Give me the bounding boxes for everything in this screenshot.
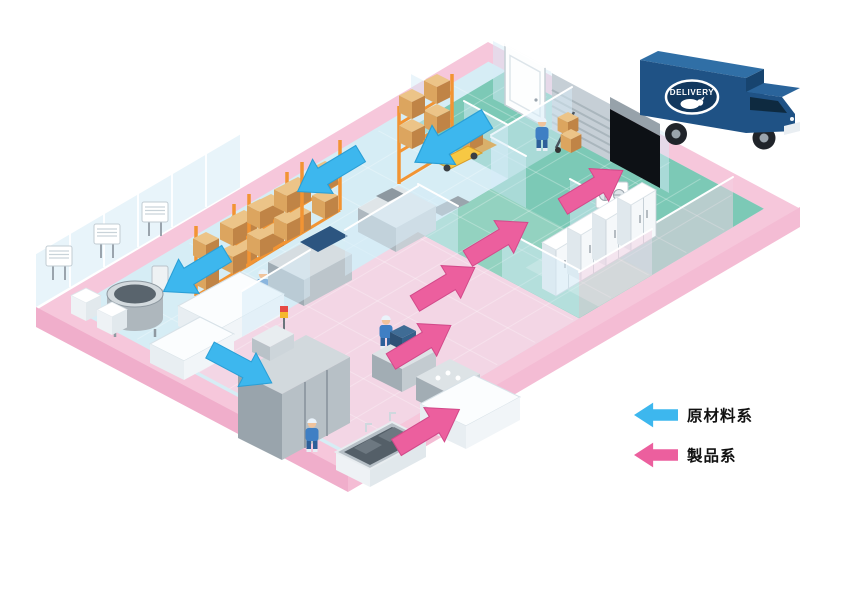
ac-unit-icon bbox=[141, 201, 169, 223]
legend-item-raw-material: 原材料系 bbox=[634, 402, 753, 428]
air-conditioner-units bbox=[45, 201, 169, 280]
truck-cab bbox=[746, 83, 800, 135]
machine-smoker-oven bbox=[238, 306, 350, 460]
personnel-door bbox=[504, 43, 546, 129]
ac-unit-icon bbox=[45, 245, 73, 267]
legend-label-raw-material: 原材料系 bbox=[687, 408, 754, 425]
flow-legend: 原材料系 製品系 bbox=[634, 402, 753, 468]
ac-unit-icon bbox=[93, 223, 121, 245]
interior-walls-front bbox=[241, 183, 653, 337]
product-arrow-icon bbox=[634, 442, 678, 468]
delivery-truck: DELIVERY bbox=[640, 51, 800, 150]
signal-lamp-red bbox=[280, 306, 288, 312]
back-left-wall bbox=[35, 132, 241, 307]
legend-item-product: 製品系 bbox=[634, 442, 753, 468]
pig-icon bbox=[680, 96, 705, 109]
raw-material-arrow-icon bbox=[634, 402, 678, 428]
legend-label-product: 製品系 bbox=[687, 448, 737, 465]
receiving-wall bbox=[493, 41, 669, 193]
truck-logo: DELIVERY bbox=[664, 79, 720, 115]
truck-logo-text: DELIVERY bbox=[670, 88, 715, 97]
signal-lamp-amber bbox=[280, 312, 288, 318]
loading-dock bbox=[610, 97, 660, 188]
worker-receiving bbox=[535, 111, 582, 153]
